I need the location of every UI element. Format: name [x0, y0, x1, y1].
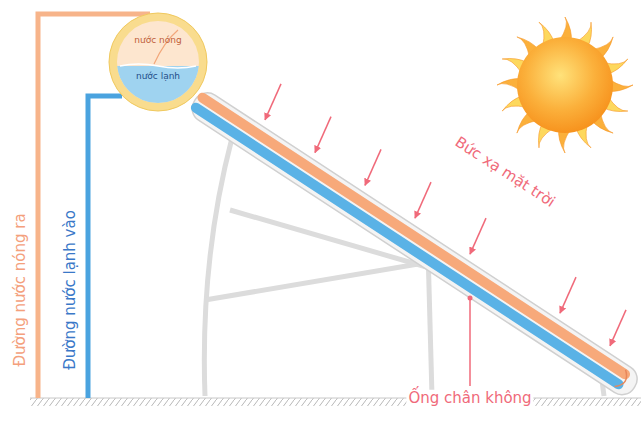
ground-line — [30, 398, 641, 399]
radiation-arrow — [315, 117, 331, 153]
radiation-arrow — [365, 149, 381, 185]
tank-shape — [108, 12, 208, 112]
radiation-arrow — [265, 84, 281, 120]
ground-hatch — [30, 398, 641, 406]
radiation-arrow — [470, 218, 486, 254]
cold-water-label: nước lạnh — [136, 72, 180, 82]
radiation-arrow — [415, 182, 431, 218]
water-tank: nước nóng nước lạnh — [108, 12, 208, 112]
sun — [497, 17, 633, 153]
stand-frame — [204, 138, 604, 396]
radiation-arrow — [560, 277, 576, 313]
vacuum-tube — [187, 87, 641, 400]
cold-inlet-label: Đường nước lạnh vào — [62, 208, 79, 372]
hot-water-label: nước nóng — [134, 36, 181, 46]
leader-line — [469, 300, 471, 386]
radiation-label: Bức xạ mặt trời — [450, 133, 559, 212]
hot-outlet-label: Đường nước nóng ra — [12, 211, 29, 368]
tube-label: Ống chân không — [406, 390, 533, 407]
leader-dot — [468, 296, 473, 301]
cold-water-pipe — [88, 96, 122, 398]
radiation-arrows — [265, 84, 626, 346]
radiation-arrow — [610, 310, 626, 346]
